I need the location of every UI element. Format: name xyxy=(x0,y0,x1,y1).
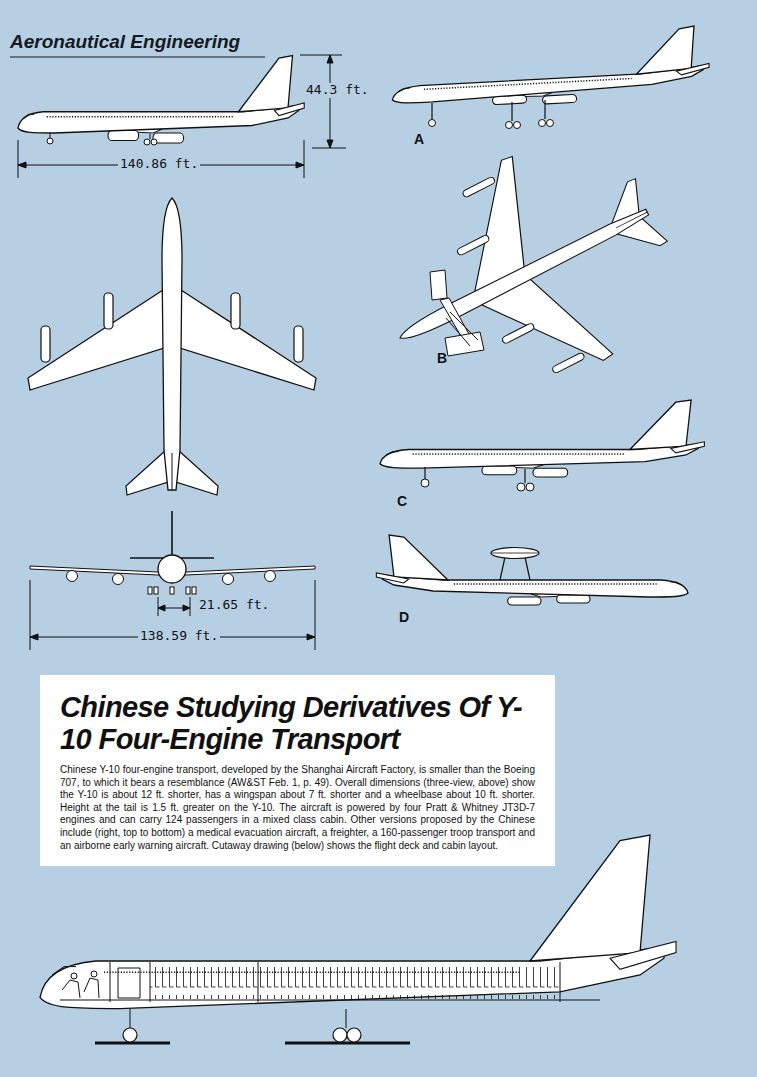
plan-view xyxy=(28,198,316,495)
dimension-lines xyxy=(30,580,315,650)
view-letter: A xyxy=(414,131,424,147)
front-view xyxy=(30,511,315,594)
view-letter: B xyxy=(437,350,447,366)
caption-panel: Chinese Studying Derivatives Of Y-10 Fou… xyxy=(40,675,555,866)
side-view xyxy=(18,56,304,146)
header-rule xyxy=(10,57,265,58)
dimension-label: 140.86 ft. xyxy=(118,157,200,172)
variant-c-troop-transport xyxy=(380,400,704,491)
dimension-label: 21.65 ft. xyxy=(197,598,271,613)
dimension-label: 138.59 ft. xyxy=(138,629,220,644)
view-letter: C xyxy=(397,493,407,509)
view-letter: D xyxy=(399,609,409,625)
article-title: Chinese Studying Derivatives Of Y-10 Fou… xyxy=(60,691,535,755)
variant-b-freighter xyxy=(349,110,702,438)
article-caption: Chinese Y-10 four-engine transport, deve… xyxy=(60,764,535,852)
section-header: Aeronautical Engineering xyxy=(10,31,240,53)
cutaway-drawing xyxy=(40,835,676,1043)
dimension-lines xyxy=(18,55,346,178)
dimension-label: 44.3 ft. xyxy=(304,83,371,98)
variant-a-medevac xyxy=(389,25,710,128)
variant-d-early-warning xyxy=(376,535,688,605)
